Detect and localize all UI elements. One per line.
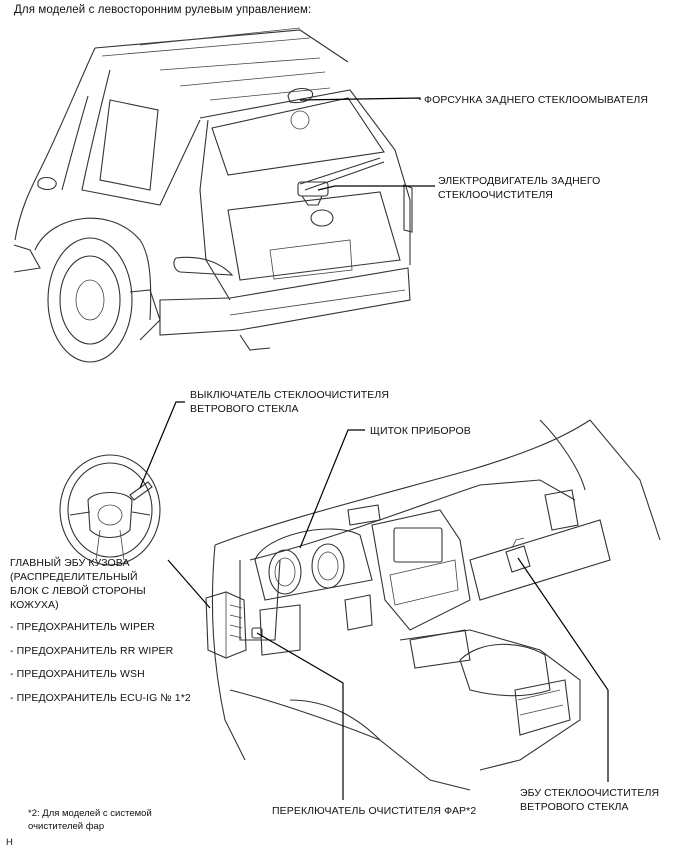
dashboard-drawing — [205, 419, 661, 791]
label-rear-washer-nozzle: ФОРСУНКА ЗАДНЕГО СТЕКЛООМЫВАТЕЛЯ — [424, 94, 649, 106]
fuse-item: - ПРЕДОХРАНИТЕЛЬ WIPER — [10, 621, 155, 633]
label-main-body-ecu: ГЛАВНЫЙ ЭБУ КУЗОВА (РАСПРЕДЕЛИТЕЛЬНЫЙ БЛ… — [10, 557, 146, 611]
fuse-item: - ПРЕДОХРАНИТЕЛЬ ECU-IG № 1*2 — [10, 692, 191, 704]
fuse-item: - ПРЕДОХРАНИТЕЛЬ WSH — [10, 668, 145, 680]
corner-mark: H — [6, 837, 13, 848]
steering-wheel-drawing — [59, 454, 161, 566]
diagram-title: Для моделей с левосторонним рулевым упра… — [14, 4, 312, 16]
fuse-item: - ПРЕДОХРАНИТЕЛЬ RR WIPER — [10, 645, 174, 657]
label-headlamp-cleaner-switch: ПЕРЕКЛЮЧАТЕЛЬ ОЧИСТИТЕЛЯ ФАР*2 — [272, 805, 477, 817]
label-windshield-wiper-switch: ВЫКЛЮЧАТЕЛЬ СТЕКЛООЧИСТИТЕЛЯ ВЕТРОВОГО С… — [190, 389, 390, 415]
label-rear-wiper-motor: ЭЛЕКТРОДВИГАТЕЛЬ ЗАДНЕГО СТЕКЛООЧИСТИТЕЛ… — [438, 175, 601, 201]
vehicle-rear-drawing — [13, 27, 413, 363]
leader-lines — [139, 97, 609, 800]
footnote: *2: Для моделей с системой очистителей ф… — [28, 808, 152, 832]
label-combination-meter: ЩИТОК ПРИБОРОВ — [370, 425, 471, 437]
label-windshield-wiper-ecu: ЭБУ СТЕКЛООЧИСТИТЕЛЯ ВЕТРОВОГО СТЕКЛА — [520, 787, 660, 813]
